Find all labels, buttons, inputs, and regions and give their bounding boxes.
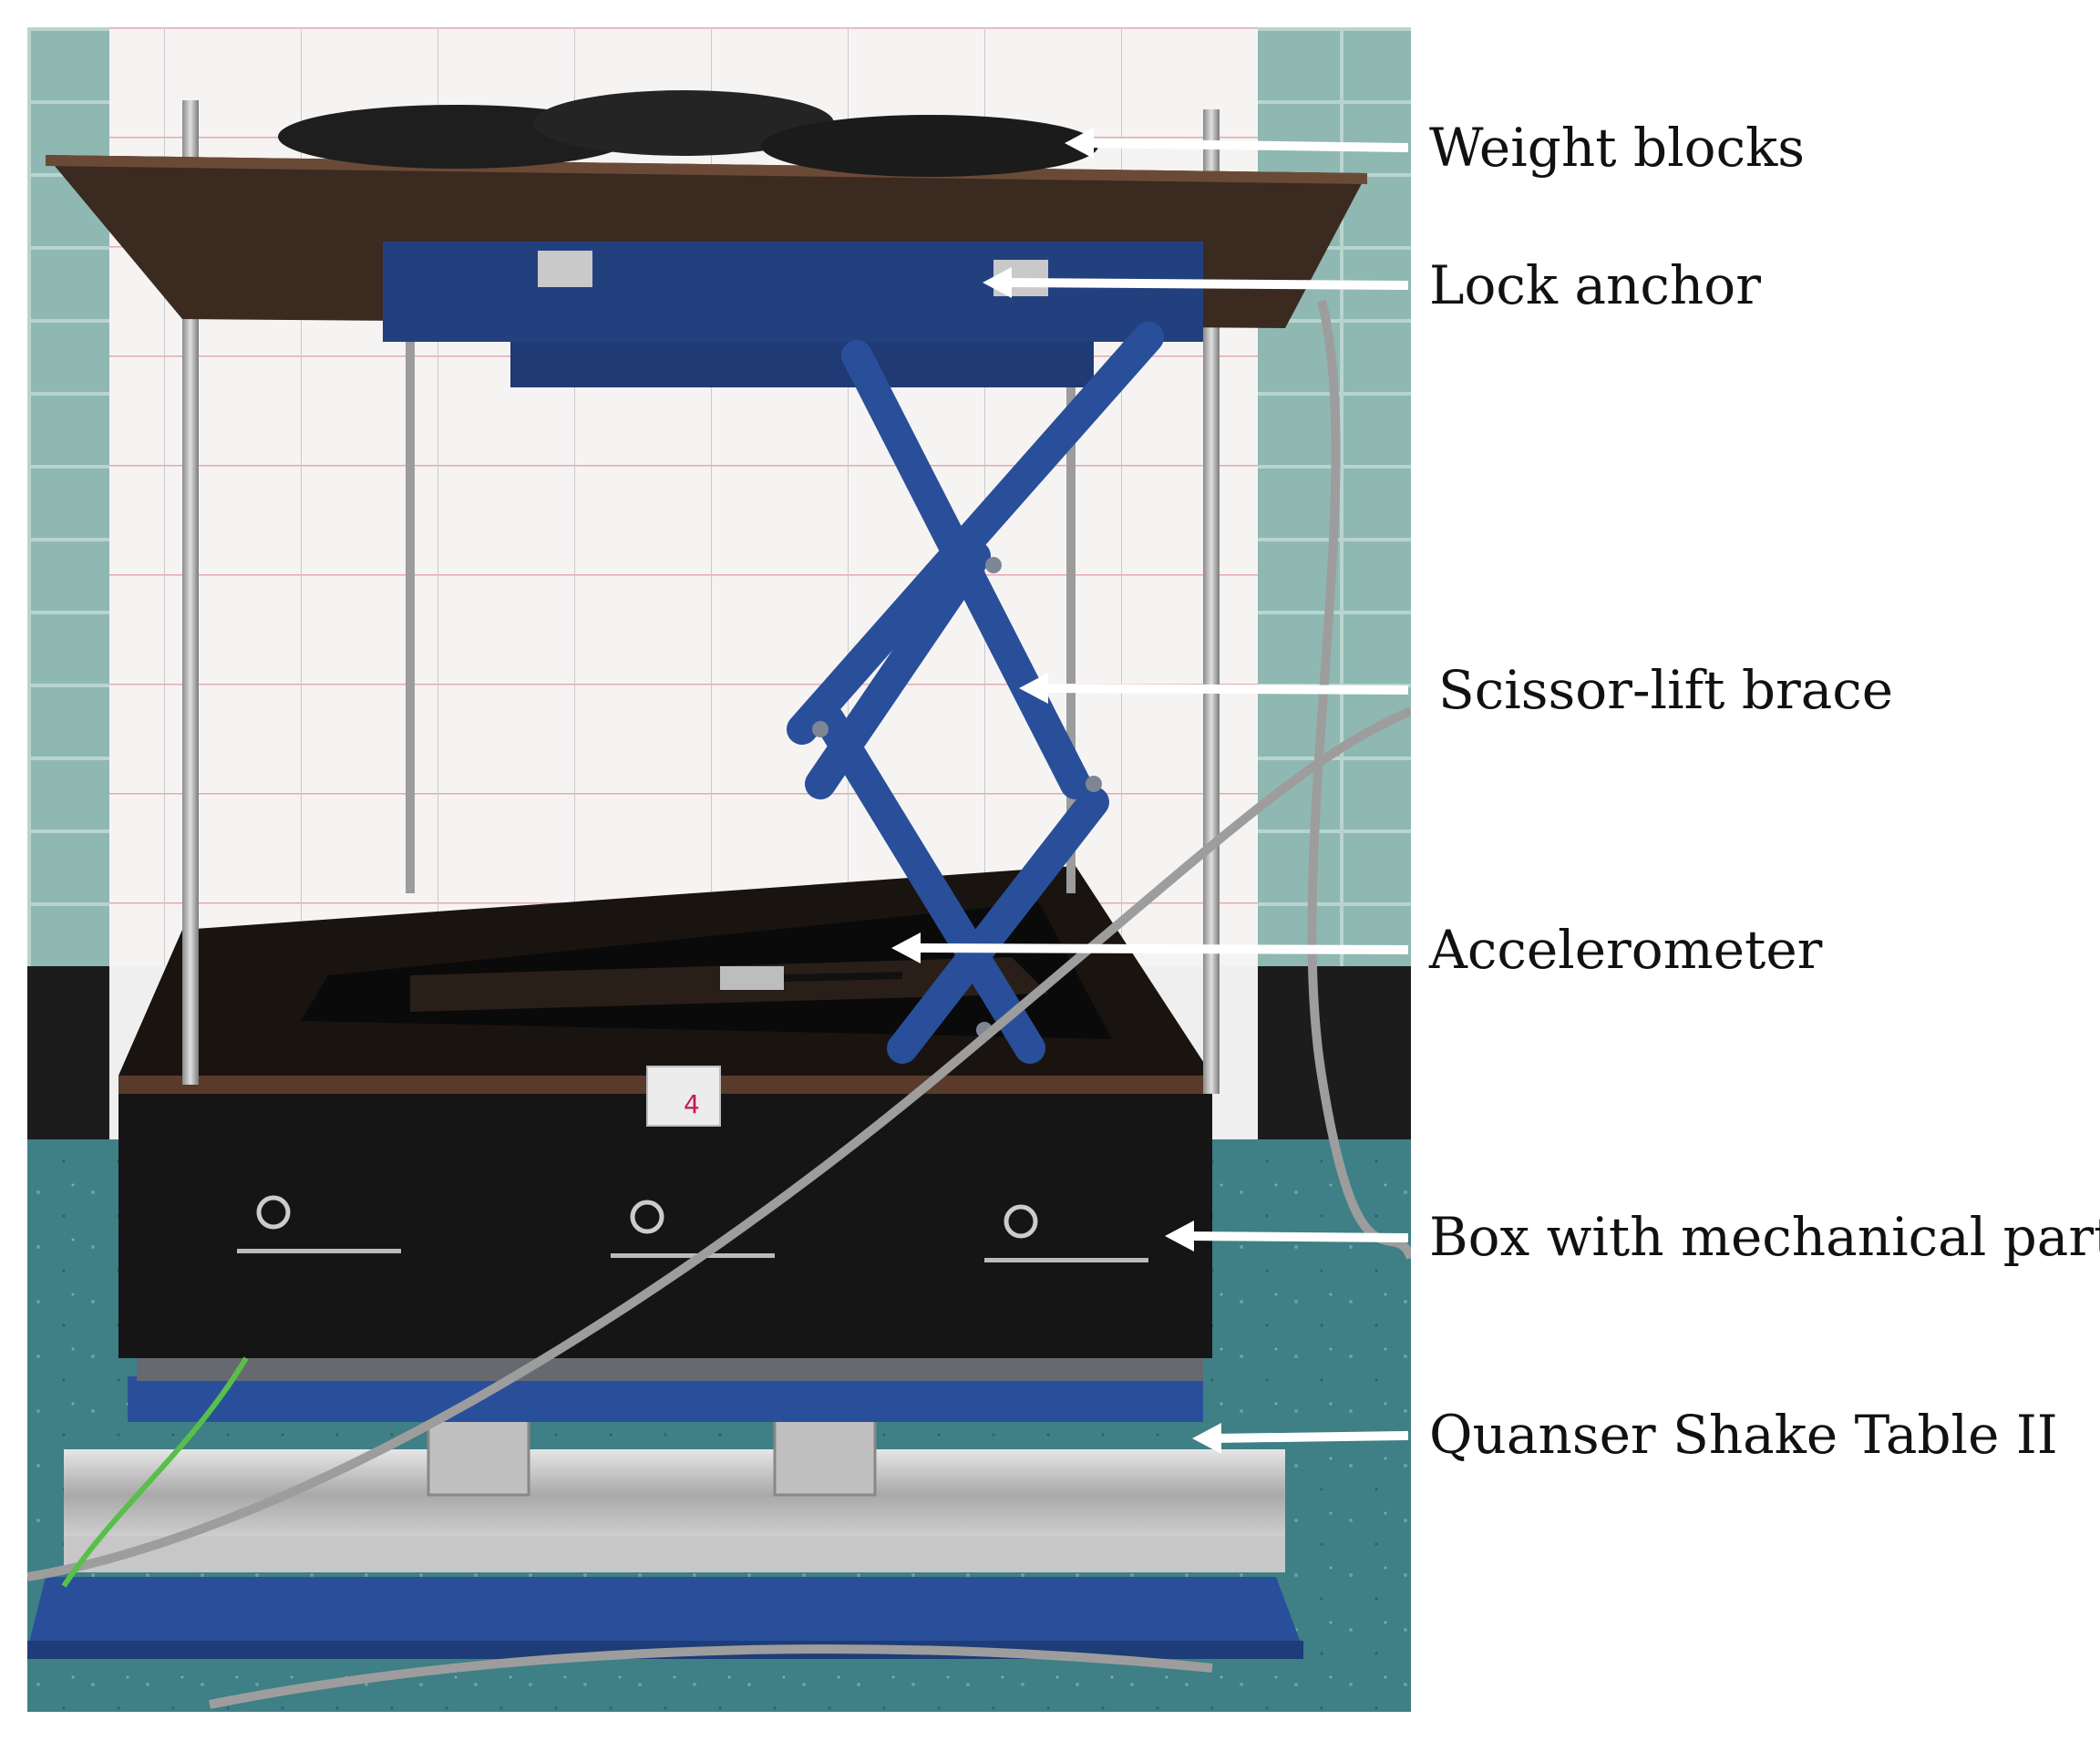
label-weight-blocks: Weight blocks bbox=[1429, 117, 1805, 179]
experimental-setup-photo bbox=[27, 27, 1411, 1712]
label-quanser-shake-table: Quanser Shake Table II bbox=[1429, 1404, 2058, 1466]
label-box-mechanical-parts: Box with mechanical parts bbox=[1429, 1206, 2100, 1268]
label-scissor-lift-brace: Scissor-lift brace bbox=[1438, 659, 1894, 721]
label-lock-anchor: Lock anchor bbox=[1429, 254, 1761, 316]
label-accelerometer: Accelerometer bbox=[1429, 919, 1823, 981]
box-tag-number: 4 bbox=[684, 1089, 700, 1119]
